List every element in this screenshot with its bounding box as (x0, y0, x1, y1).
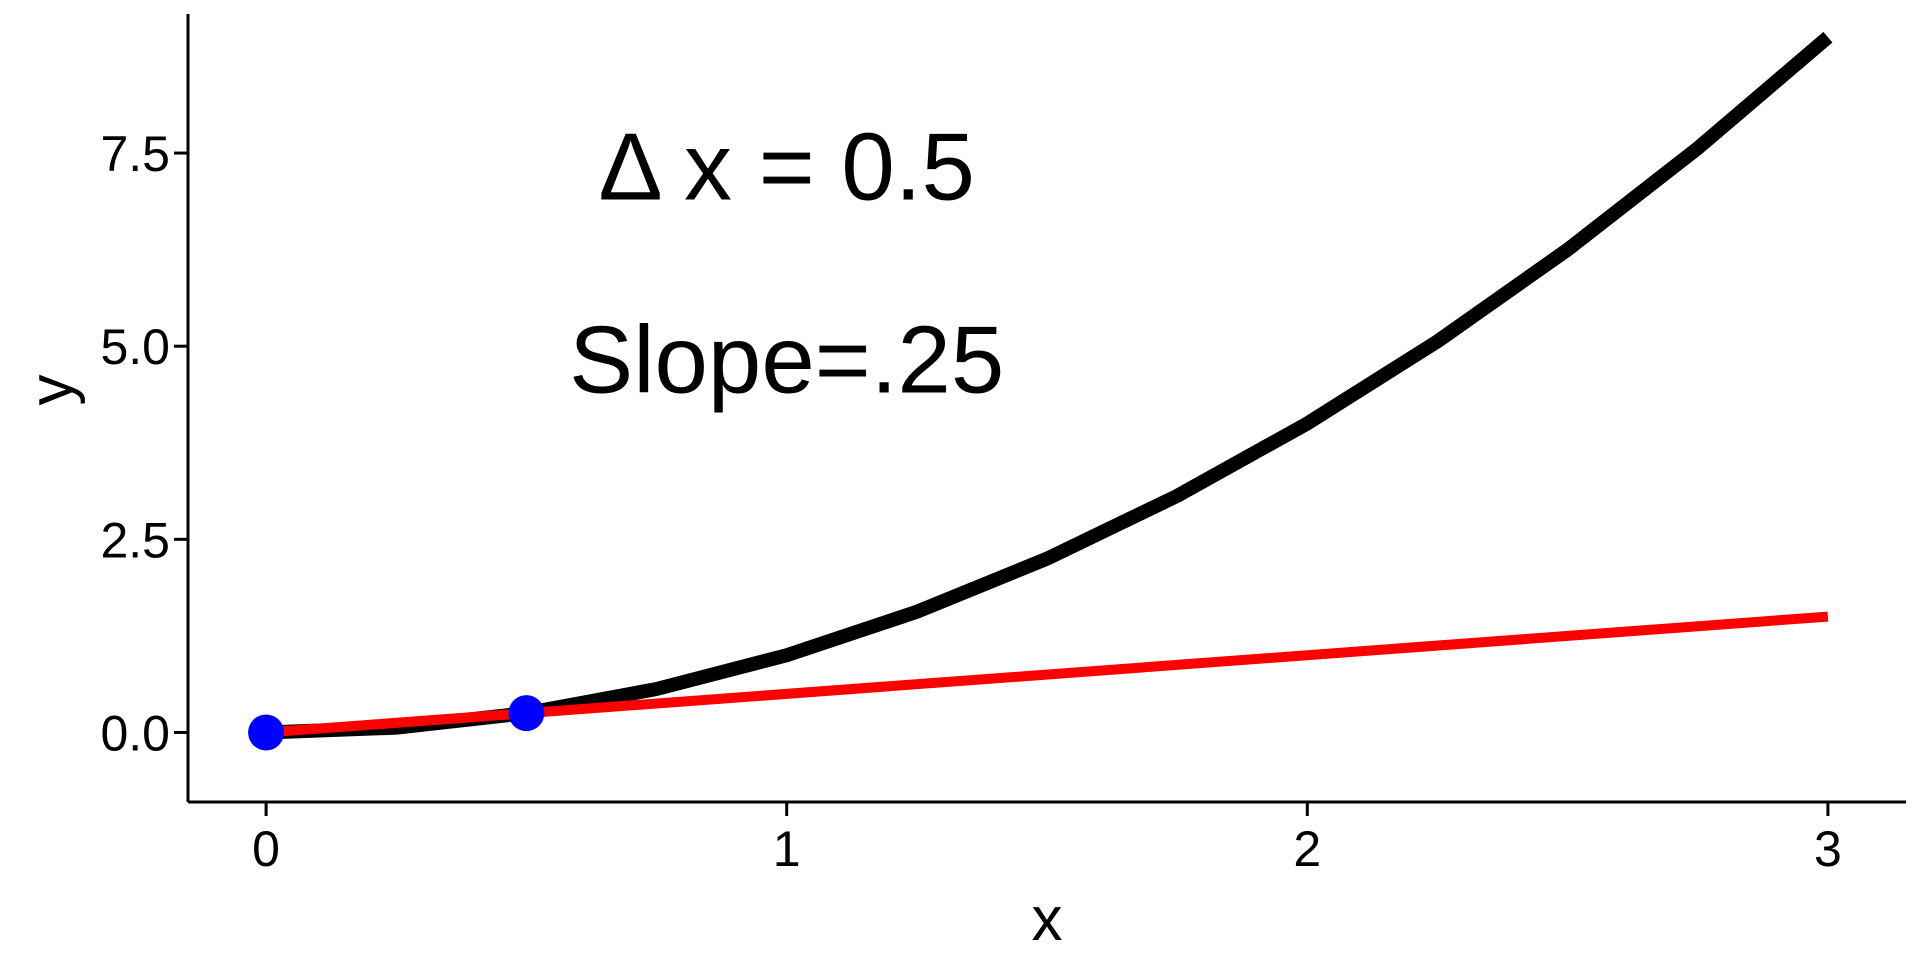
y-tick-label: 0.0 (100, 705, 170, 761)
y-tick-label: 2.5 (100, 512, 170, 568)
y-tick-label: 5.0 (100, 319, 170, 375)
x-tick-label: 2 (1293, 821, 1321, 877)
x-tick-label: 0 (252, 821, 280, 877)
data-point (248, 714, 285, 751)
y-axis-title: y (17, 375, 86, 406)
x-tick-label: 3 (1814, 821, 1842, 877)
points-layer (248, 695, 545, 751)
y-ticks: 0.0 2.5 5.0 7.5 (100, 126, 188, 761)
data-point (508, 695, 545, 732)
x-ticks: 0 1 2 3 (252, 802, 1842, 877)
slope-annotation: Slope=.25 (569, 307, 1004, 414)
x-axis-title: x (1032, 885, 1063, 954)
y-tick-label: 7.5 (100, 126, 170, 182)
delta-x-annotation: Δ x = 0.5 (599, 113, 975, 220)
x-tick-label: 1 (773, 821, 801, 877)
